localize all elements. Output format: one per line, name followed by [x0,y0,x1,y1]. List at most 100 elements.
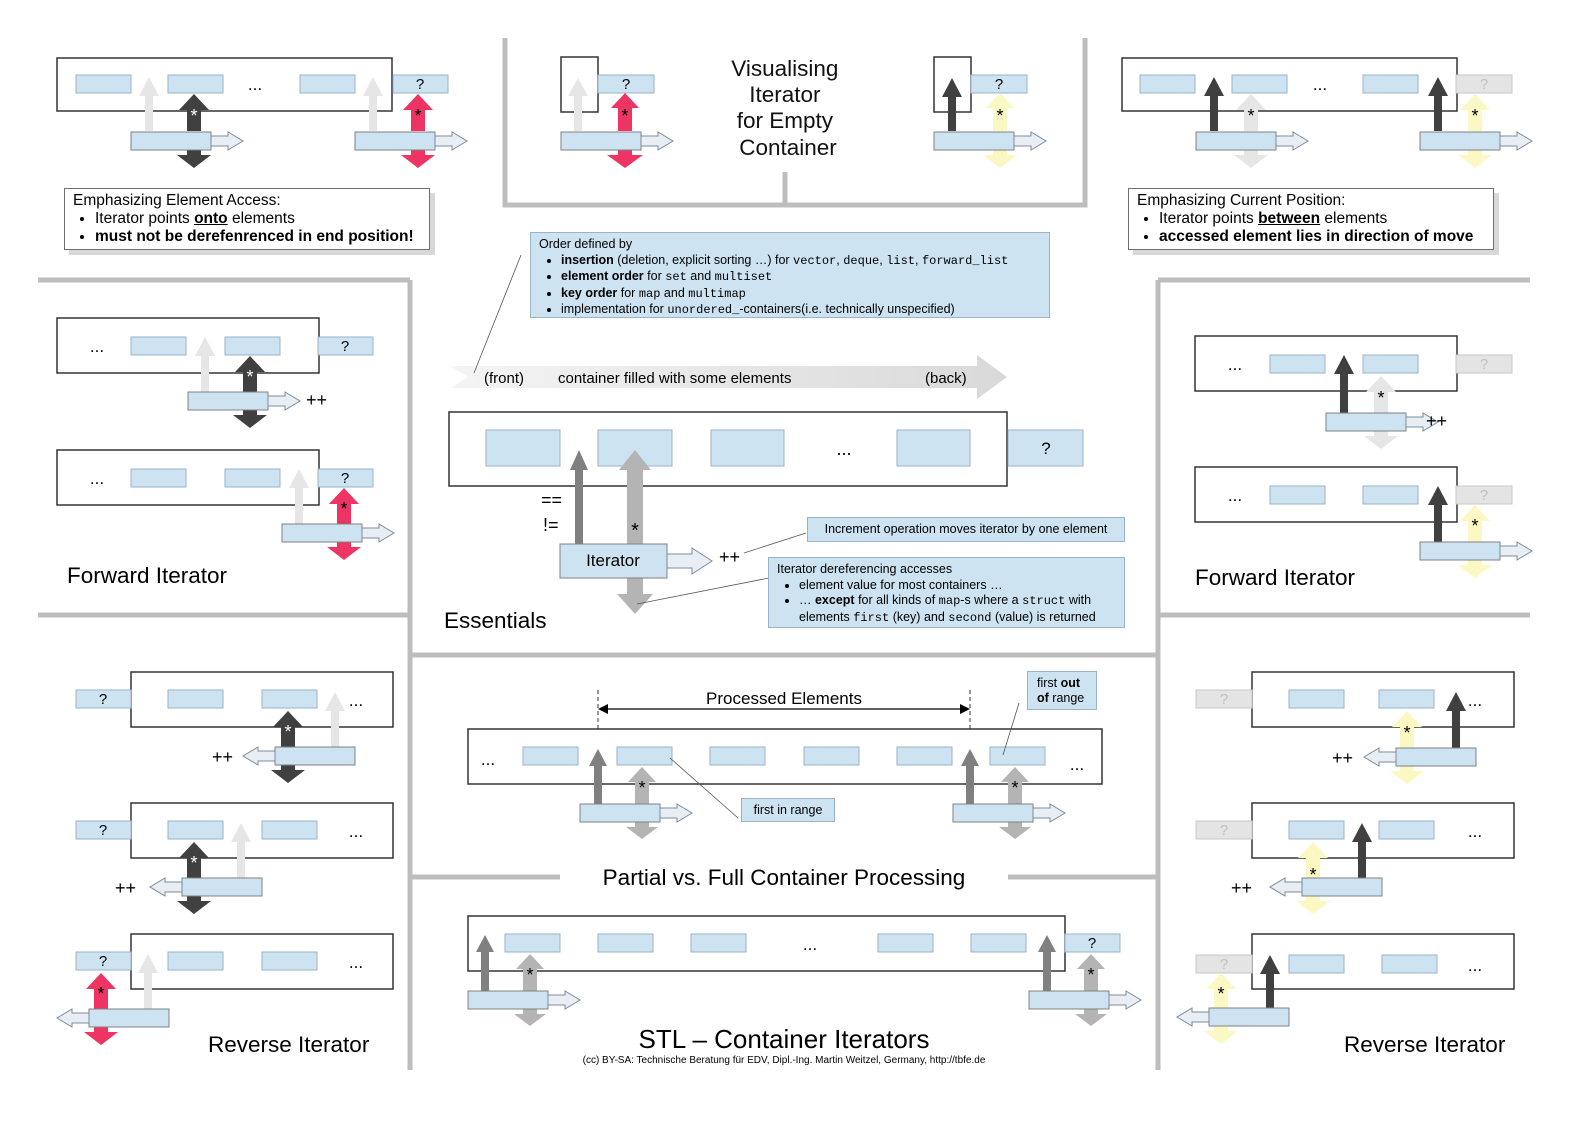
order-note: Order defined by insertion (deletion, ex… [530,232,1050,318]
ellipsis: ... [1070,755,1084,774]
empty-container-panel: ? * Visualising Iterator for Empty Conta… [560,56,1047,168]
order-item: implementation for unordered_-containers… [561,302,1041,319]
element-box [261,820,318,840]
element-box [485,429,561,467]
yellow-deref-arrow [1298,842,1328,878]
deref-star: * [340,499,347,519]
dark-up-arrow [1260,955,1280,1008]
deref-star: * [1011,778,1018,798]
element-box [1288,954,1345,974]
element-box [299,74,356,94]
deref-arrow [1001,767,1029,804]
deref-star: * [1217,984,1224,1004]
end-marker: ? [99,691,107,708]
position-arrow [589,749,607,804]
deref-item: element value for most containers … [799,578,1116,594]
element-access-panel: ... ? * * [56,57,468,168]
dark-up-arrow [1204,77,1224,131]
panel-title: Reverse Iterator [1344,1032,1506,1057]
iterator-box [1301,877,1383,897]
dark-up-arrow [1428,77,1448,131]
end-marker: ? [1041,439,1050,458]
container-direction-arrow [450,355,1007,399]
element-box [224,336,281,356]
increment-note: Increment operation moves iterator by on… [807,517,1125,542]
deref-star: * [621,106,628,126]
end-marker: ? [1480,356,1488,373]
element-box [1288,689,1345,709]
element-box [1269,354,1326,374]
red-deref-arrow [403,94,433,131]
end-position-box [317,468,374,488]
iterator-box [1395,747,1477,767]
front-label: (front) [484,370,524,387]
first-out-of-range-note: first out of range [1027,671,1097,710]
ellipsis: ... [1468,956,1482,975]
panel-title: Forward Iterator [67,563,228,588]
element-box [710,429,785,467]
dark-up-arrow [942,78,962,131]
iterator-box [88,1008,170,1028]
dark-deref-arrow [179,94,209,131]
current-position-panel: ... ? * * [1121,57,1533,168]
ellipsis: ... [90,469,104,488]
element-box [896,429,971,467]
end-marker: ? [1088,935,1096,952]
element-access-item: must not be derefenrenced in end positio… [95,228,421,246]
begin-position-box [75,820,132,840]
end-position-box [317,336,374,356]
element-access-note: Emphasizing Element Access: Iterator poi… [64,188,430,250]
forward-iterator-left: ... ? * ++ ... ? * Forward Iterator [56,317,395,588]
deref-star: * [638,778,645,798]
deref-arrow [628,767,656,804]
ellipsis: ... [1228,486,1242,505]
svg-text:Visualising Iterator: Visualising Iterator for Empty Container [731,56,844,160]
ellipsis: ... [349,691,363,710]
end-iterator-box [1028,990,1110,1010]
dark-up-arrow [1446,692,1466,748]
dark-up-arrow [1352,823,1372,878]
deref-star: * [1087,965,1094,985]
iterator-box [274,746,356,766]
ellipsis: ... [1468,822,1482,841]
begin-position-box [1195,820,1253,840]
element-box [167,820,224,840]
equal-label: == [541,490,562,510]
first-in-range-note: first in range [741,798,835,822]
element-box [75,74,132,94]
end-position-box [1455,354,1513,374]
end-marker: ? [99,953,107,970]
first-out-connector [1002,702,1020,756]
order-item: key order for map and multimap [561,286,1041,303]
empty-title-3: for Empty [737,108,834,133]
begin-position-box [1195,954,1253,974]
yellow-deref-arrow [1206,973,1236,1008]
element-box [1381,954,1438,974]
end-position-box [1064,933,1121,953]
iterator-box [281,523,363,543]
begin-iterator-box [579,803,661,823]
ellipsis: ... [349,822,363,841]
element-box [1231,74,1288,94]
ellipsis: ... [481,750,495,769]
deref-star: * [996,106,1003,126]
element-box [709,746,766,766]
end-marker: ? [99,822,107,839]
deref-star: * [190,853,197,873]
container-label: container filled with some elements [558,370,791,387]
increment-label: ++ [1231,878,1252,898]
partial-processing-panel: Processed Elements ... ... * * Partial v… [467,689,1142,1026]
element-box [1362,74,1419,94]
iterator-box [1419,541,1501,561]
element-box [261,689,318,709]
element-box [224,468,281,488]
deref-star: * [1377,388,1384,408]
increment-label: ++ [1332,748,1353,768]
element-box [167,689,224,709]
increment-label: ++ [212,747,233,767]
iterator-box [559,543,668,579]
position-arrow [476,935,494,991]
panel-title: Essentials [444,608,547,633]
element-box [167,951,224,971]
